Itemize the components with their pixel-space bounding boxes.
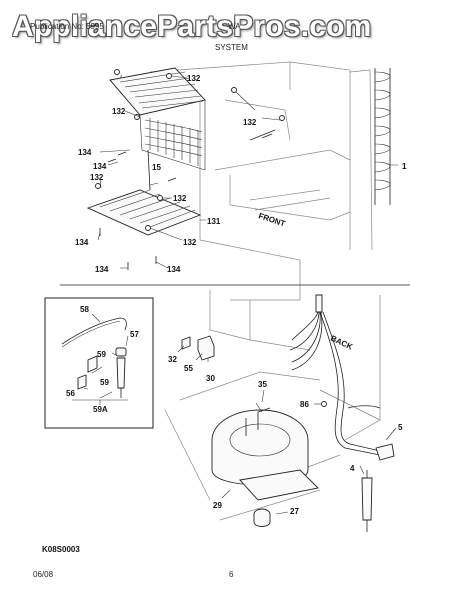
relay-parts	[177, 335, 215, 362]
callout-58: 58	[80, 305, 89, 314]
callout-134: 134	[78, 148, 92, 157]
callout-132: 132	[183, 238, 197, 247]
cabinet-outline-lower	[164, 290, 381, 521]
callout-134: 134	[75, 238, 89, 247]
compressor	[211, 402, 319, 527]
front-arrow-line	[249, 129, 276, 141]
section-title: SYSTEM	[215, 43, 248, 52]
detail-inset-box	[44, 297, 154, 429]
footer-date: 06/08	[33, 570, 54, 579]
callout-86: 86	[300, 400, 309, 409]
callout-132: 132	[173, 194, 187, 203]
callout-132: 132	[112, 107, 126, 116]
section-prefix: WA	[228, 22, 241, 31]
callout-57: 57	[130, 330, 139, 339]
condenser-coil	[374, 68, 391, 205]
callout-30: 30	[206, 374, 215, 383]
figure-code: K08S0003	[42, 545, 80, 554]
back-label: BACK	[329, 334, 354, 352]
cabinet-outline-upper	[149, 61, 373, 300]
callout-55: 55	[184, 364, 193, 373]
leader-35	[261, 389, 265, 403]
screw-86	[314, 401, 327, 407]
callout-5: 5	[398, 423, 403, 432]
evaporator-coil	[109, 67, 206, 171]
callout-1: 1	[402, 162, 407, 171]
tube-15	[147, 149, 151, 191]
publication-number: Publication No: 5995	[30, 22, 104, 31]
callout-134: 134	[95, 265, 109, 274]
callout-59: 59	[100, 378, 109, 387]
leader-lines-upper	[97, 74, 398, 269]
footer-page-number: 6	[229, 570, 234, 579]
callout-59: 59	[97, 350, 106, 359]
watermark-logo: AppliancePartsPros.com	[12, 10, 372, 43]
leader-5	[385, 427, 397, 441]
callout-56: 56	[66, 389, 75, 398]
callout-132: 132	[187, 74, 201, 83]
callout-27: 27	[290, 507, 299, 516]
drier-filter	[359, 465, 373, 532]
callout-132: 132	[243, 118, 257, 127]
callout-4: 4	[350, 464, 355, 473]
callout-59a: 59A	[93, 405, 108, 414]
callout-35: 35	[258, 380, 267, 389]
callout-32: 32	[168, 355, 177, 364]
callout-134: 134	[93, 162, 107, 171]
shelf-plate	[86, 189, 202, 236]
callout-29: 29	[213, 501, 222, 510]
front-label: FRONT	[257, 211, 286, 228]
callout-15: 15	[152, 163, 161, 172]
wiring-harness	[289, 294, 395, 461]
screws-upper	[95, 69, 285, 270]
callout-132: 132	[90, 173, 104, 182]
callout-131: 131	[207, 217, 221, 226]
callout-134: 134	[167, 265, 181, 274]
